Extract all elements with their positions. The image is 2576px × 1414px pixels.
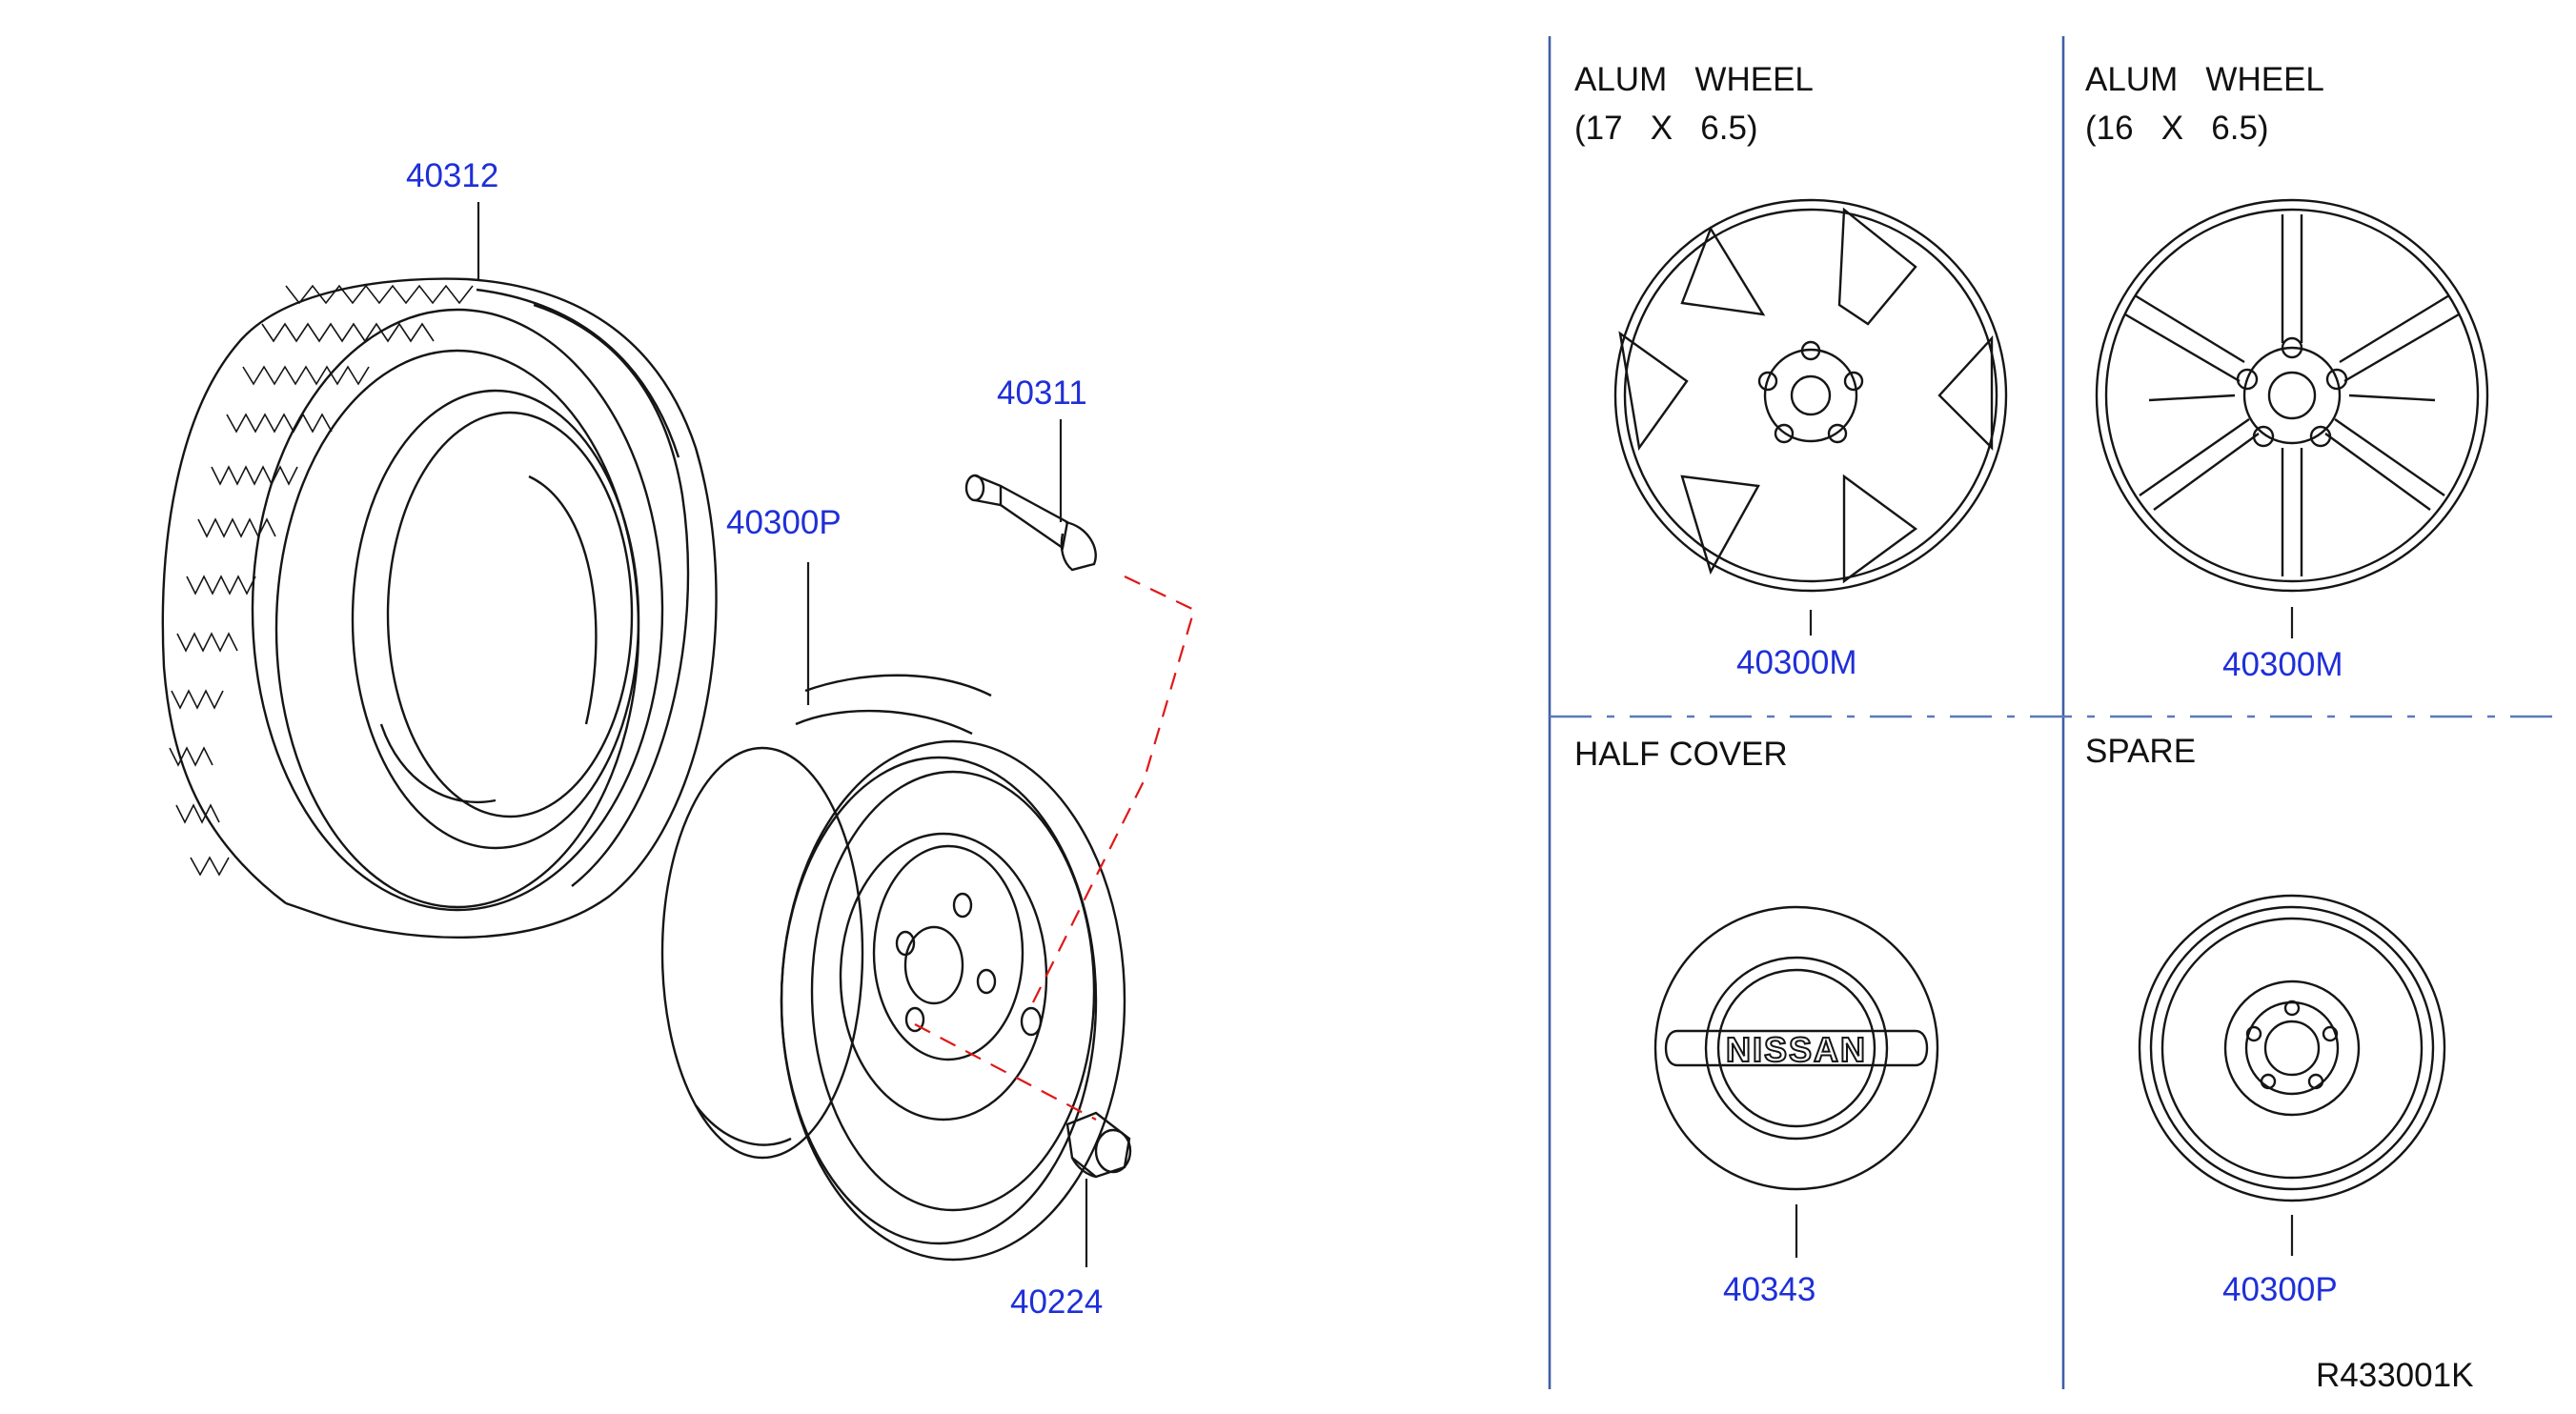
lug-nut-drawing [1065,1111,1132,1179]
spare-title: SPARE [2085,733,2196,770]
assembly-guide-lines [914,576,1196,1121]
label-alum17-part: 40300M [1736,644,1856,681]
alum16-title-line2: (16 X 6.5) [2085,110,2269,147]
alum-wheel-16-drawing [2095,198,2489,593]
half-cover-title: HALF COVER [1574,736,1788,773]
steel-wheel-drawing [660,674,1126,1262]
alum16-title-line1: ALUM WHEEL [2085,61,2324,98]
tire-drawing [161,277,718,939]
label-alum16-part: 40300M [2222,646,2343,683]
leader-lines [477,202,2294,1267]
label-nut: 40224 [1010,1283,1103,1321]
alum-wheel-17-drawing [1613,198,2008,593]
label-half-cover-part: 40343 [1723,1271,1815,1308]
label-tire: 40312 [406,157,498,194]
diagram-id: R433001K [2316,1357,2473,1394]
label-spare-part: 40300P [2222,1271,2338,1308]
alum17-title-line1: ALUM WHEEL [1574,61,1814,98]
half-cover-drawing: NISSAN [1653,905,1939,1191]
alum17-title-line2: (17 X 6.5) [1574,110,1758,147]
valve-stem-drawing [964,474,1097,572]
label-steel-wheel: 40300P [726,504,842,541]
nissan-logo: NISSAN [1726,1030,1867,1069]
spare-wheel-drawing [2138,894,2446,1202]
label-valve: 40311 [997,374,1087,412]
